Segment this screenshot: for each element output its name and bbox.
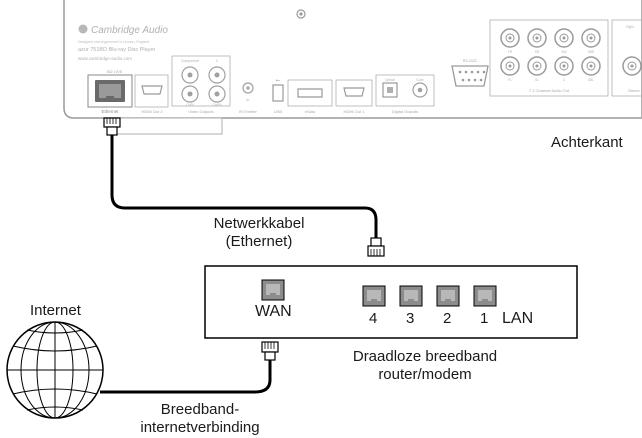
rj45-plug-icon	[367, 237, 385, 257]
usb-icon: ⭠	[276, 77, 281, 84]
svg-text:Optical: Optical	[385, 78, 395, 82]
esata-port: eSata	[287, 79, 333, 114]
rj45-plug-icon	[103, 117, 121, 136]
router-label-line1: Draadloze breedband	[352, 348, 498, 365]
lan-port	[362, 285, 386, 307]
lan-port-number: 1	[480, 310, 489, 327]
lan-port	[399, 285, 423, 307]
digital-outputs: Optical Coax Digital Outputs	[375, 74, 435, 114]
svg-text:V: V	[216, 59, 219, 63]
network-cable-label: Netwerkkabel (Ethernet)	[184, 215, 334, 251]
svg-text:Component: Component	[181, 59, 199, 63]
rca-jack-icon	[208, 66, 226, 84]
bd-live-label: BD LIVE	[107, 69, 123, 74]
router-label: Draadloze breedband router/modem	[340, 348, 510, 384]
lan-port-number: 4	[369, 310, 378, 327]
svg-text:Right: Right	[626, 25, 634, 29]
stereo-outputs: Right Stereo	[611, 19, 642, 97]
broadband-label-line1: Breedband-	[160, 401, 240, 418]
svg-text:Cb/Pb: Cb/Pb	[213, 103, 222, 107]
svg-text:HDMI Out 1: HDMI Out 1	[343, 109, 365, 114]
hdmi-out-1-port: HDMI Out 1	[335, 79, 373, 114]
svg-text:7.1 Channel Audio Out: 7.1 Channel Audio Out	[529, 88, 570, 93]
ethernet-port[interactable]: BD LIVE Ethernet	[87, 69, 133, 114]
svg-text:SR: SR	[535, 50, 540, 54]
rca-jack-icon	[181, 85, 199, 103]
svg-text:Digital Outputs: Digital Outputs	[392, 109, 418, 114]
svg-text:Stereo: Stereo	[628, 88, 641, 93]
router-box	[204, 265, 578, 339]
internet-label: Internet	[30, 302, 81, 319]
svg-text:SBL: SBL	[588, 78, 594, 82]
wan-label: WAN	[255, 303, 292, 320]
svg-text:SL: SL	[535, 78, 539, 82]
svg-text:SBR: SBR	[588, 50, 595, 54]
broadband-cable	[100, 341, 279, 394]
svg-text:USB: USB	[274, 109, 283, 114]
lan-port	[473, 285, 497, 307]
analog-7-1-outputs: FR SR SW SBR FL SL C SBL 7.1 Channel Aud…	[489, 19, 609, 97]
wan-port	[261, 279, 285, 301]
hdmi-out-2-port: HDMI Out 2	[134, 74, 169, 114]
rear-panel-label: Achterkant	[551, 134, 623, 151]
svg-text:In: In	[247, 98, 250, 102]
rca-jack-icon	[208, 85, 226, 103]
brand-logo-icon	[78, 24, 88, 34]
lan-port	[436, 285, 460, 307]
svg-text:FL: FL	[508, 78, 512, 82]
network-cable-label-line2: (Ethernet)	[225, 233, 293, 250]
network-cable-label-line1: Netwerkkabel	[213, 215, 305, 232]
svg-text:Video Outputs: Video Outputs	[188, 109, 213, 114]
rca-jack-row-bottom	[500, 56, 601, 76]
router-label-line2: router/modem	[378, 366, 472, 383]
ethernet-port-label: Ethernet	[101, 109, 119, 114]
screw-icon	[296, 9, 306, 19]
video-outputs: Component V Cr/Pr Cb/Pb Video Outputs	[171, 55, 231, 114]
svg-text:SW: SW	[561, 50, 566, 54]
coax-jack-icon	[412, 82, 428, 98]
player-rear-panel: Cambridge Audio Designed and engineered …	[63, 0, 642, 135]
lan-port-number: 3	[406, 310, 415, 327]
rca-jack-icon	[181, 66, 199, 84]
svg-text:C: C	[563, 78, 566, 82]
svg-text:HDMI Out 2: HDMI Out 2	[141, 109, 163, 114]
website-text: www.cambridge-audio.com	[78, 56, 132, 61]
ethernet-cable	[103, 117, 385, 257]
svg-text:Coax: Coax	[416, 78, 424, 82]
broadband-label-line2: internetverbinding	[140, 419, 260, 436]
brand-tagline: Designed and engineered in London, Engla…	[78, 40, 149, 44]
svg-text:FR: FR	[508, 50, 513, 54]
svg-text:IR Emitter: IR Emitter	[239, 109, 257, 114]
model-name: azur 751BD Blu-ray Disc Player	[78, 47, 156, 53]
usb-port: ⭠ USB	[272, 77, 284, 114]
lan-label: LAN	[502, 310, 534, 327]
rca-jack-row-top	[500, 28, 601, 48]
brand-name: Cambridge Audio	[91, 25, 168, 36]
rj45-plug-icon	[261, 341, 279, 361]
broadband-label: Breedband- internetverbinding	[120, 401, 280, 437]
ir-emitter-port: In IR Emitter	[239, 82, 258, 114]
svg-text:eSata: eSata	[305, 109, 316, 114]
lan-port-number: 2	[443, 310, 452, 327]
globe-icon	[6, 321, 104, 419]
optical-jack-icon	[382, 82, 398, 98]
rs232-port: RS-232C	[451, 59, 489, 87]
svg-text:RS-232C: RS-232C	[463, 59, 478, 63]
svg-text:Cr/Pr: Cr/Pr	[186, 103, 194, 107]
